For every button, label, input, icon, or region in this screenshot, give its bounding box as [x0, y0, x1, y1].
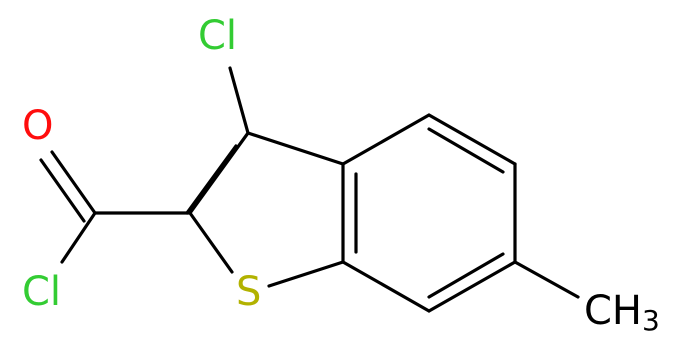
bonds — [39, 66, 580, 313]
bond-c2-s — [188, 211, 234, 274]
bond-c4-c5-inner — [427, 127, 505, 174]
bond-c-cl — [60, 211, 97, 264]
bond-c6-c7-inner — [427, 252, 505, 299]
bond-c-o-inner — [39, 158, 86, 223]
bond-c3-c2 — [188, 131, 250, 215]
bond-c7-c7a — [341, 260, 431, 313]
atom-methyl-main: CH — [584, 288, 642, 334]
atom-methyl: CH3 — [584, 288, 660, 337]
bond-c3-c2-inner — [185, 144, 238, 215]
bond-c3-cl — [228, 66, 250, 135]
atom-cl-top: Cl — [198, 13, 237, 59]
atom-sulfur: S — [236, 269, 261, 315]
bond-c3a-c4 — [341, 113, 431, 166]
atom-labels: Cl O Cl S CH3 — [22, 13, 660, 337]
bond-c6-ch3 — [513, 260, 580, 299]
bond-s-c7a — [267, 260, 345, 288]
bond-c-o — [50, 150, 97, 215]
atom-cl-left: Cl — [22, 269, 61, 315]
bond-c6-c7 — [427, 260, 517, 313]
atom-methyl-subscript: 3 — [642, 304, 660, 337]
bond-c3-c3a — [246, 131, 345, 166]
atom-oxygen: O — [22, 103, 53, 149]
bond-c4-c5 — [427, 113, 517, 166]
